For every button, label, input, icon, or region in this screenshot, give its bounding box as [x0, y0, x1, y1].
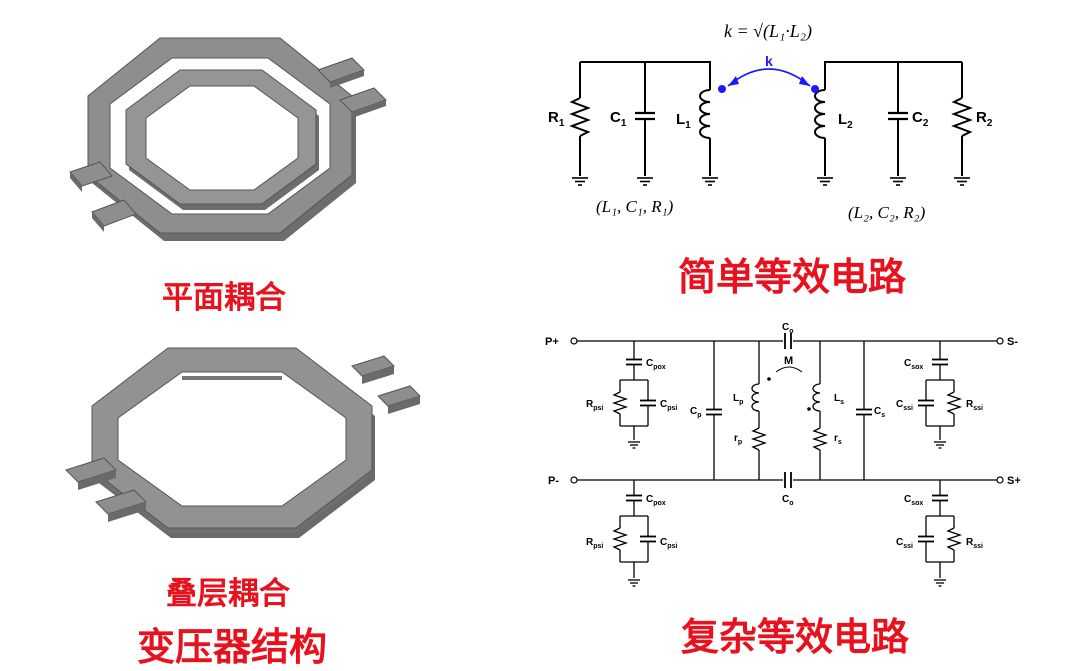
terminal-s-minus [996, 337, 1004, 345]
stacked-transformer-illustration [65, 347, 421, 538]
svg-text:Rssi: Rssi [966, 537, 983, 550]
svg-text:Co: Co [782, 494, 794, 507]
ground-symbol [816, 177, 834, 186]
svg-text:Lp: Lp [733, 393, 743, 406]
svg-text:Cpsi: Cpsi [660, 537, 677, 550]
svg-text:S+: S+ [1007, 475, 1021, 487]
right-params: (L₂, C₂, R₂) [848, 203, 926, 222]
stacked-coupling-caption: 叠层耦合 [166, 576, 290, 612]
complex-equivalent-circuit-caption: 复杂等效电路 [681, 615, 910, 659]
resistor-r2 [951, 97, 973, 137]
inductor-lp [751, 383, 760, 412]
secondary-substrate-network-bottom: Csox Cssi Rssi [896, 480, 983, 587]
svg-text:C2: C2 [912, 109, 929, 129]
svg-text:Co: Co [782, 322, 794, 335]
capacitor-cp [705, 408, 723, 416]
svg-text:Cs: Cs [874, 406, 885, 419]
inductor-l1 [699, 89, 711, 139]
simple-equivalent-circuit: k = √(L₁·L₂) k R1 C [548, 21, 993, 222]
ground-symbol [953, 177, 971, 186]
transformer-structure-caption: 变压器结构 [137, 625, 328, 669]
svg-text:Ls: Ls [834, 393, 844, 406]
inductor-ls [812, 383, 821, 412]
ground-symbol [889, 177, 907, 186]
dot-l1 [718, 85, 726, 93]
coupling-formula: k = √(L₁·L₂) [724, 21, 812, 42]
svg-text:Csox: Csox [904, 494, 923, 507]
svg-text:Csox: Csox [904, 358, 923, 371]
planar-coupling-caption: 平面耦合 [162, 280, 286, 316]
svg-text:C1: C1 [610, 109, 627, 129]
complex-equivalent-circuit: P+ P- S- S+ Co Co Cp Lp rp M [545, 322, 1021, 587]
simple-equivalent-circuit-caption: 简单等效电路 [678, 255, 907, 299]
terminal-s-plus [996, 476, 1004, 484]
right-top-wire [824, 61, 962, 90]
svg-text:Rpsi: Rpsi [586, 399, 603, 412]
planar-transformer-illustration [69, 37, 387, 241]
ground-symbol [701, 177, 719, 186]
ground-symbol [571, 177, 589, 186]
capacitor-c1 [633, 111, 657, 121]
resistor-rs [811, 427, 829, 451]
inductor-l2 [814, 89, 826, 139]
svg-text:P+: P+ [545, 336, 559, 348]
left-top-wire [580, 61, 711, 90]
svg-text:Cssi: Cssi [896, 399, 913, 412]
secondary-substrate-network-top: Csox Cssi Rssi [896, 341, 983, 449]
svg-text:Rpsi: Rpsi [586, 537, 603, 550]
svg-text:M: M [784, 355, 793, 367]
svg-text:S-: S- [1007, 336, 1018, 348]
resistor-rp [750, 427, 768, 451]
capacitor-cs [855, 408, 873, 416]
svg-text:Cp: Cp [690, 406, 702, 419]
svg-text:L2: L2 [838, 111, 853, 131]
coupling-arc [727, 68, 811, 87]
mutual-coupling-arc [775, 366, 803, 373]
terminal-p-plus [570, 337, 578, 345]
svg-text:Cpsi: Cpsi [660, 399, 677, 412]
svg-text:Cpox: Cpox [646, 358, 666, 371]
resistor-r1 [569, 97, 591, 137]
dot-l2 [811, 85, 819, 93]
capacitor-c2 [886, 111, 910, 121]
coupling-k-label: k [765, 53, 773, 69]
primary-substrate-network-bottom: Cpox Cpsi Rpsi [586, 480, 677, 587]
ground-symbol [636, 177, 654, 186]
terminal-p-minus [570, 476, 578, 484]
svg-text:rs: rs [834, 433, 842, 446]
svg-text:rp: rp [734, 433, 742, 446]
left-params: (L₁, C₁, R₁) [596, 197, 674, 216]
svg-text:R2: R2 [976, 109, 993, 129]
primary-substrate-network-top: Cpox Cpsi Rpsi [586, 341, 677, 449]
svg-text:Cpox: Cpox [646, 494, 666, 507]
svg-text:Rssi: Rssi [966, 399, 983, 412]
svg-text:Cssi: Cssi [896, 537, 913, 550]
svg-text:P-: P- [548, 475, 559, 487]
svg-text:L1: L1 [676, 111, 691, 131]
svg-text:R1: R1 [548, 109, 565, 129]
